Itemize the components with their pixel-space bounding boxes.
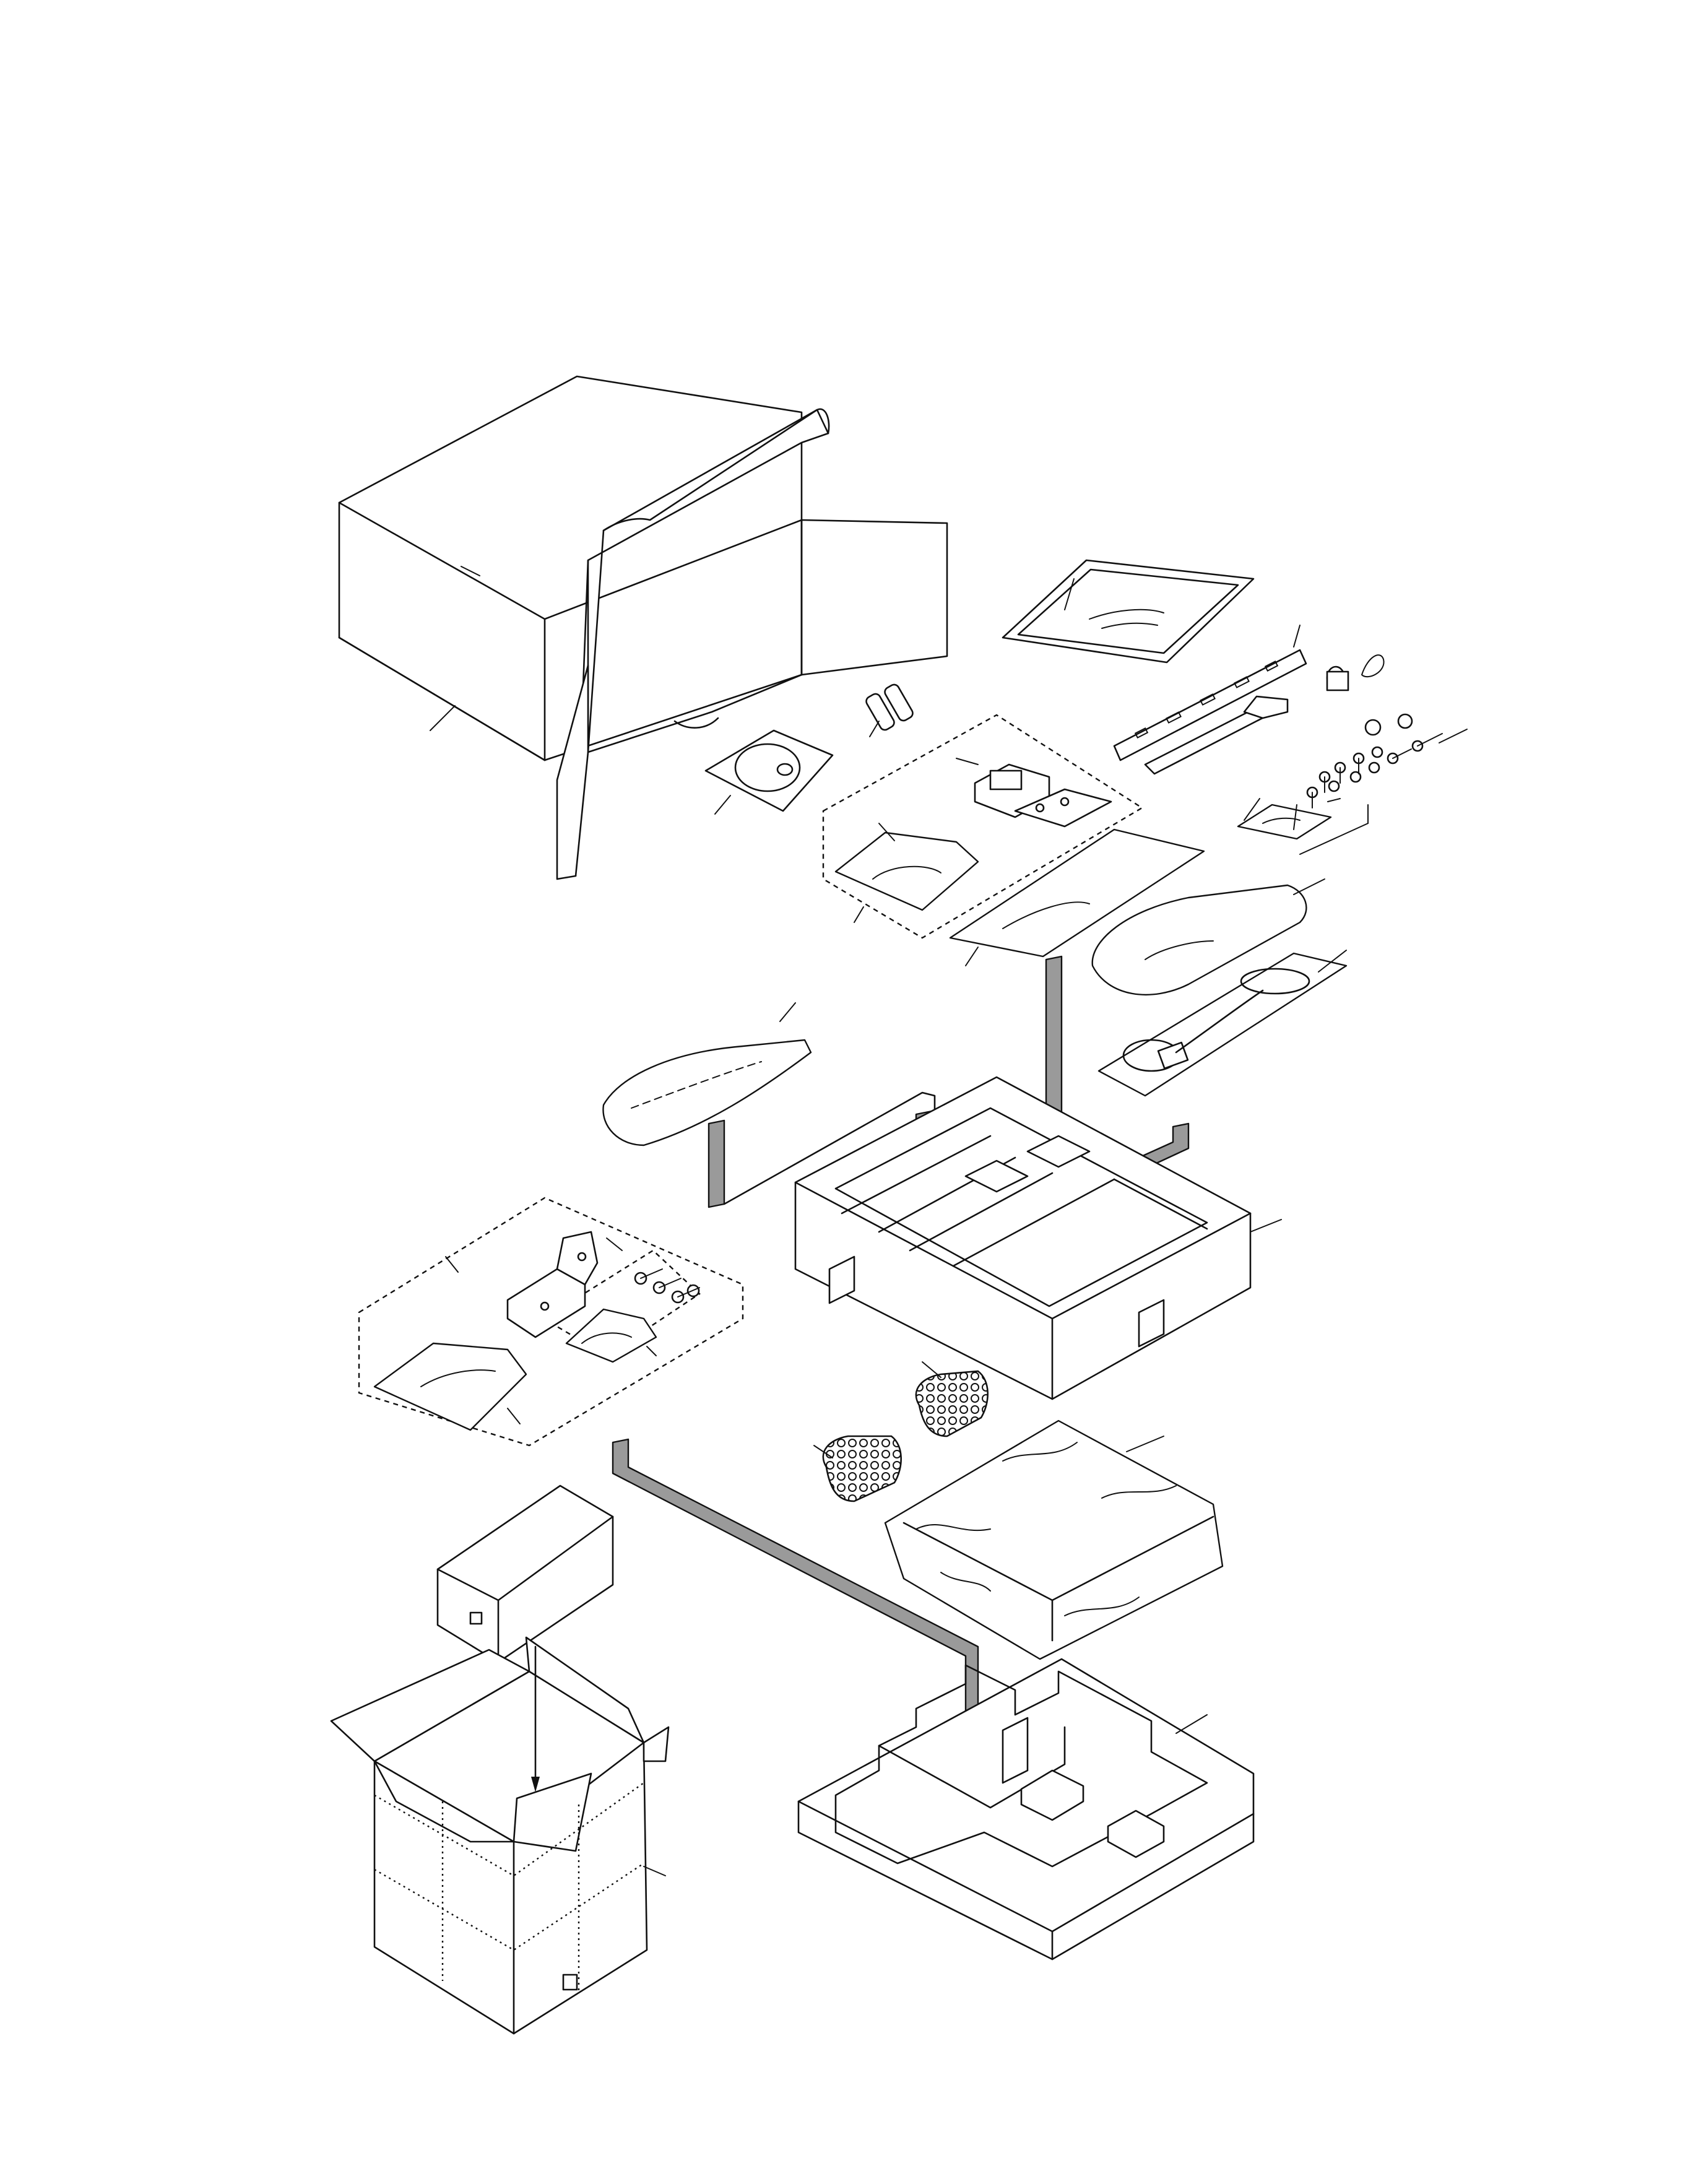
cable-bag (1091, 878, 1325, 996)
outer-carton (338, 375, 948, 880)
operating-instructions-sheet (1002, 559, 1255, 664)
accessory-kit-lower (358, 1197, 744, 1447)
main-unit-bag (884, 1419, 1224, 1660)
cd-rom-disc (704, 729, 834, 815)
inner-box (436, 1484, 614, 1663)
accessory-screws-set (1237, 654, 1468, 855)
lower-cushion (797, 1658, 1255, 1961)
shipping-carton (330, 1636, 670, 2035)
bubble-pads (813, 1361, 989, 1502)
ac-adapter-bag (1097, 950, 1348, 1097)
mounting-bracket-strip (1113, 625, 1307, 775)
batteries (865, 683, 914, 737)
stand-bag (949, 828, 1205, 966)
accessory-kit-upper (822, 714, 1144, 939)
upper-cushion (794, 1076, 1282, 1400)
arrow-kit-to-lower-cushion (612, 1438, 992, 1772)
remote-control-bag (602, 1002, 812, 1146)
